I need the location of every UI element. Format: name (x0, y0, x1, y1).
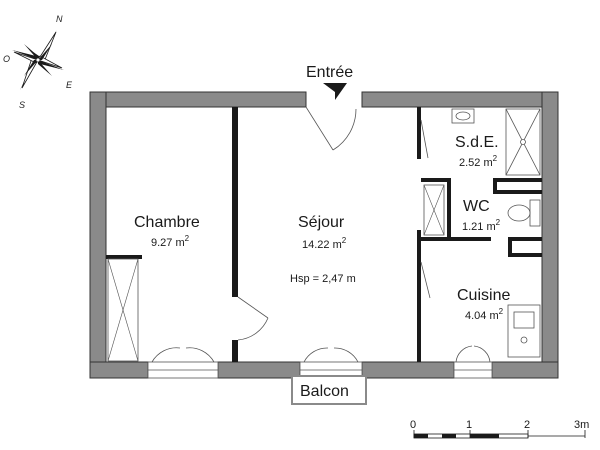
compass-n-label: N (56, 14, 63, 24)
shower-icon (505, 108, 541, 176)
scale-tick-3: 3m (574, 419, 589, 431)
compass-o-label: O (3, 54, 10, 64)
windows (147, 345, 493, 379)
scale-tick-2: 2 (524, 419, 530, 431)
entrance-label: Entrée (306, 64, 353, 81)
chambre-door (237, 296, 269, 341)
entrance-door (305, 106, 357, 151)
room-sde-name: S.d.E. (455, 134, 499, 151)
room-sejour-height: Hsp = 2,47 m (290, 273, 356, 285)
sink-icon (451, 108, 475, 124)
cuisine-door (420, 261, 431, 299)
room-chambre-area: 9.27 m2 (151, 234, 190, 249)
balcon-box (291, 375, 367, 405)
entrance-arrow-icon (323, 83, 347, 100)
room-sejour-name: Séjour (298, 214, 345, 231)
compass-e-label: E (66, 80, 73, 90)
scale-tick-0: 0 (410, 419, 416, 431)
room-cuisine-area: 4.04 m2 (465, 307, 504, 322)
interior-walls (106, 107, 542, 362)
sde-door (420, 119, 429, 159)
compass-rose-icon (12, 30, 64, 90)
room-cuisine-name: Cuisine (457, 287, 510, 304)
room-wc-name: WC (463, 198, 490, 215)
toilet-icon (507, 199, 541, 227)
compass-s-label: S (19, 100, 25, 110)
room-chambre-name: Chambre (134, 214, 200, 231)
outer-walls (89, 91, 559, 379)
room-wc-area: 1.21 m2 (462, 218, 501, 233)
scale-bar (413, 430, 586, 439)
closet-chambre (107, 258, 139, 362)
room-sejour-area: 14.22 m2 (302, 236, 347, 251)
balcon-label: Balcon (300, 383, 349, 400)
room-sde-area: 2.52 m2 (459, 154, 498, 169)
kitchen-counter-icon (507, 304, 541, 358)
scale-tick-1: 1 (466, 419, 472, 431)
closet-wc (423, 184, 445, 236)
